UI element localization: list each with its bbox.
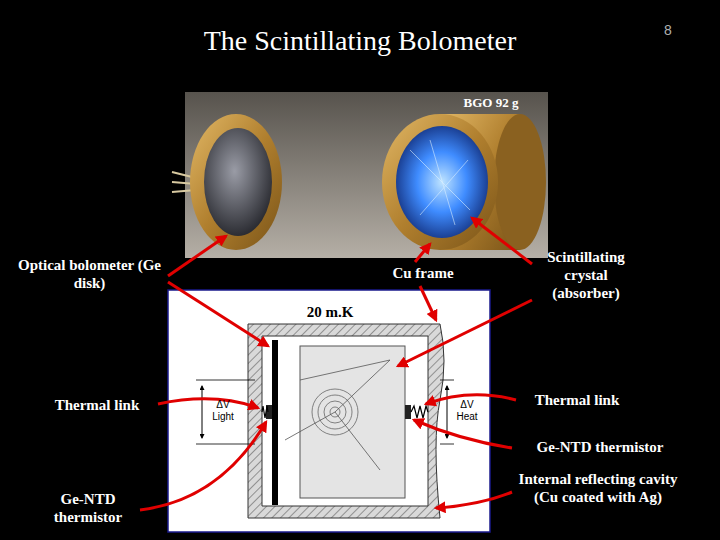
ge-disk [272,340,278,505]
part-label: Optical bolometer (Ge disk) [12,256,167,292]
reflections [410,140,470,225]
part-label: Thermal link [518,391,636,409]
light-link [262,406,268,418]
leader-line [140,422,266,510]
leader-line [168,282,268,346]
photon-tracks [285,360,390,470]
leader-lines [140,218,532,510]
leader-line [414,420,512,448]
leader-line [158,399,258,408]
leader-line [420,286,436,320]
crystal [300,346,405,498]
part-label: Thermal link [38,396,156,414]
right-holder-back [494,114,546,250]
right-holder [382,114,498,250]
part-label: Internal reflecting cavity (Cu coated wi… [513,470,683,506]
photo-caption: BGO 92 g [446,95,536,111]
page-number: 8 [650,22,686,39]
heat-voltage-arrow [447,386,448,438]
temperature-label: 20 m.K [293,303,367,321]
part-label: Scintillating crystal (absorber) [534,248,638,302]
ge-disk-photo [204,128,272,236]
part-label: Ge-NTD thermistor [512,438,688,456]
signal-name: ΔV Heat [451,399,483,423]
signal-name: ΔV Light [207,399,239,423]
part-label: Ge-NTD thermistor [36,490,140,526]
leader-line [436,492,512,508]
leader-line [472,218,532,264]
leader-line [168,236,226,276]
light-leads [196,380,255,444]
leader-line [415,244,430,262]
left-holder [190,114,282,250]
slide-title: The Scintillating Bolometer [0,24,720,58]
schematic-ground [168,290,490,532]
heat-link [411,406,428,418]
heat-thermistor [405,405,411,419]
part-label: Cu frame [378,264,468,282]
leader-line [398,300,532,366]
light-voltage-arrow [202,386,203,438]
